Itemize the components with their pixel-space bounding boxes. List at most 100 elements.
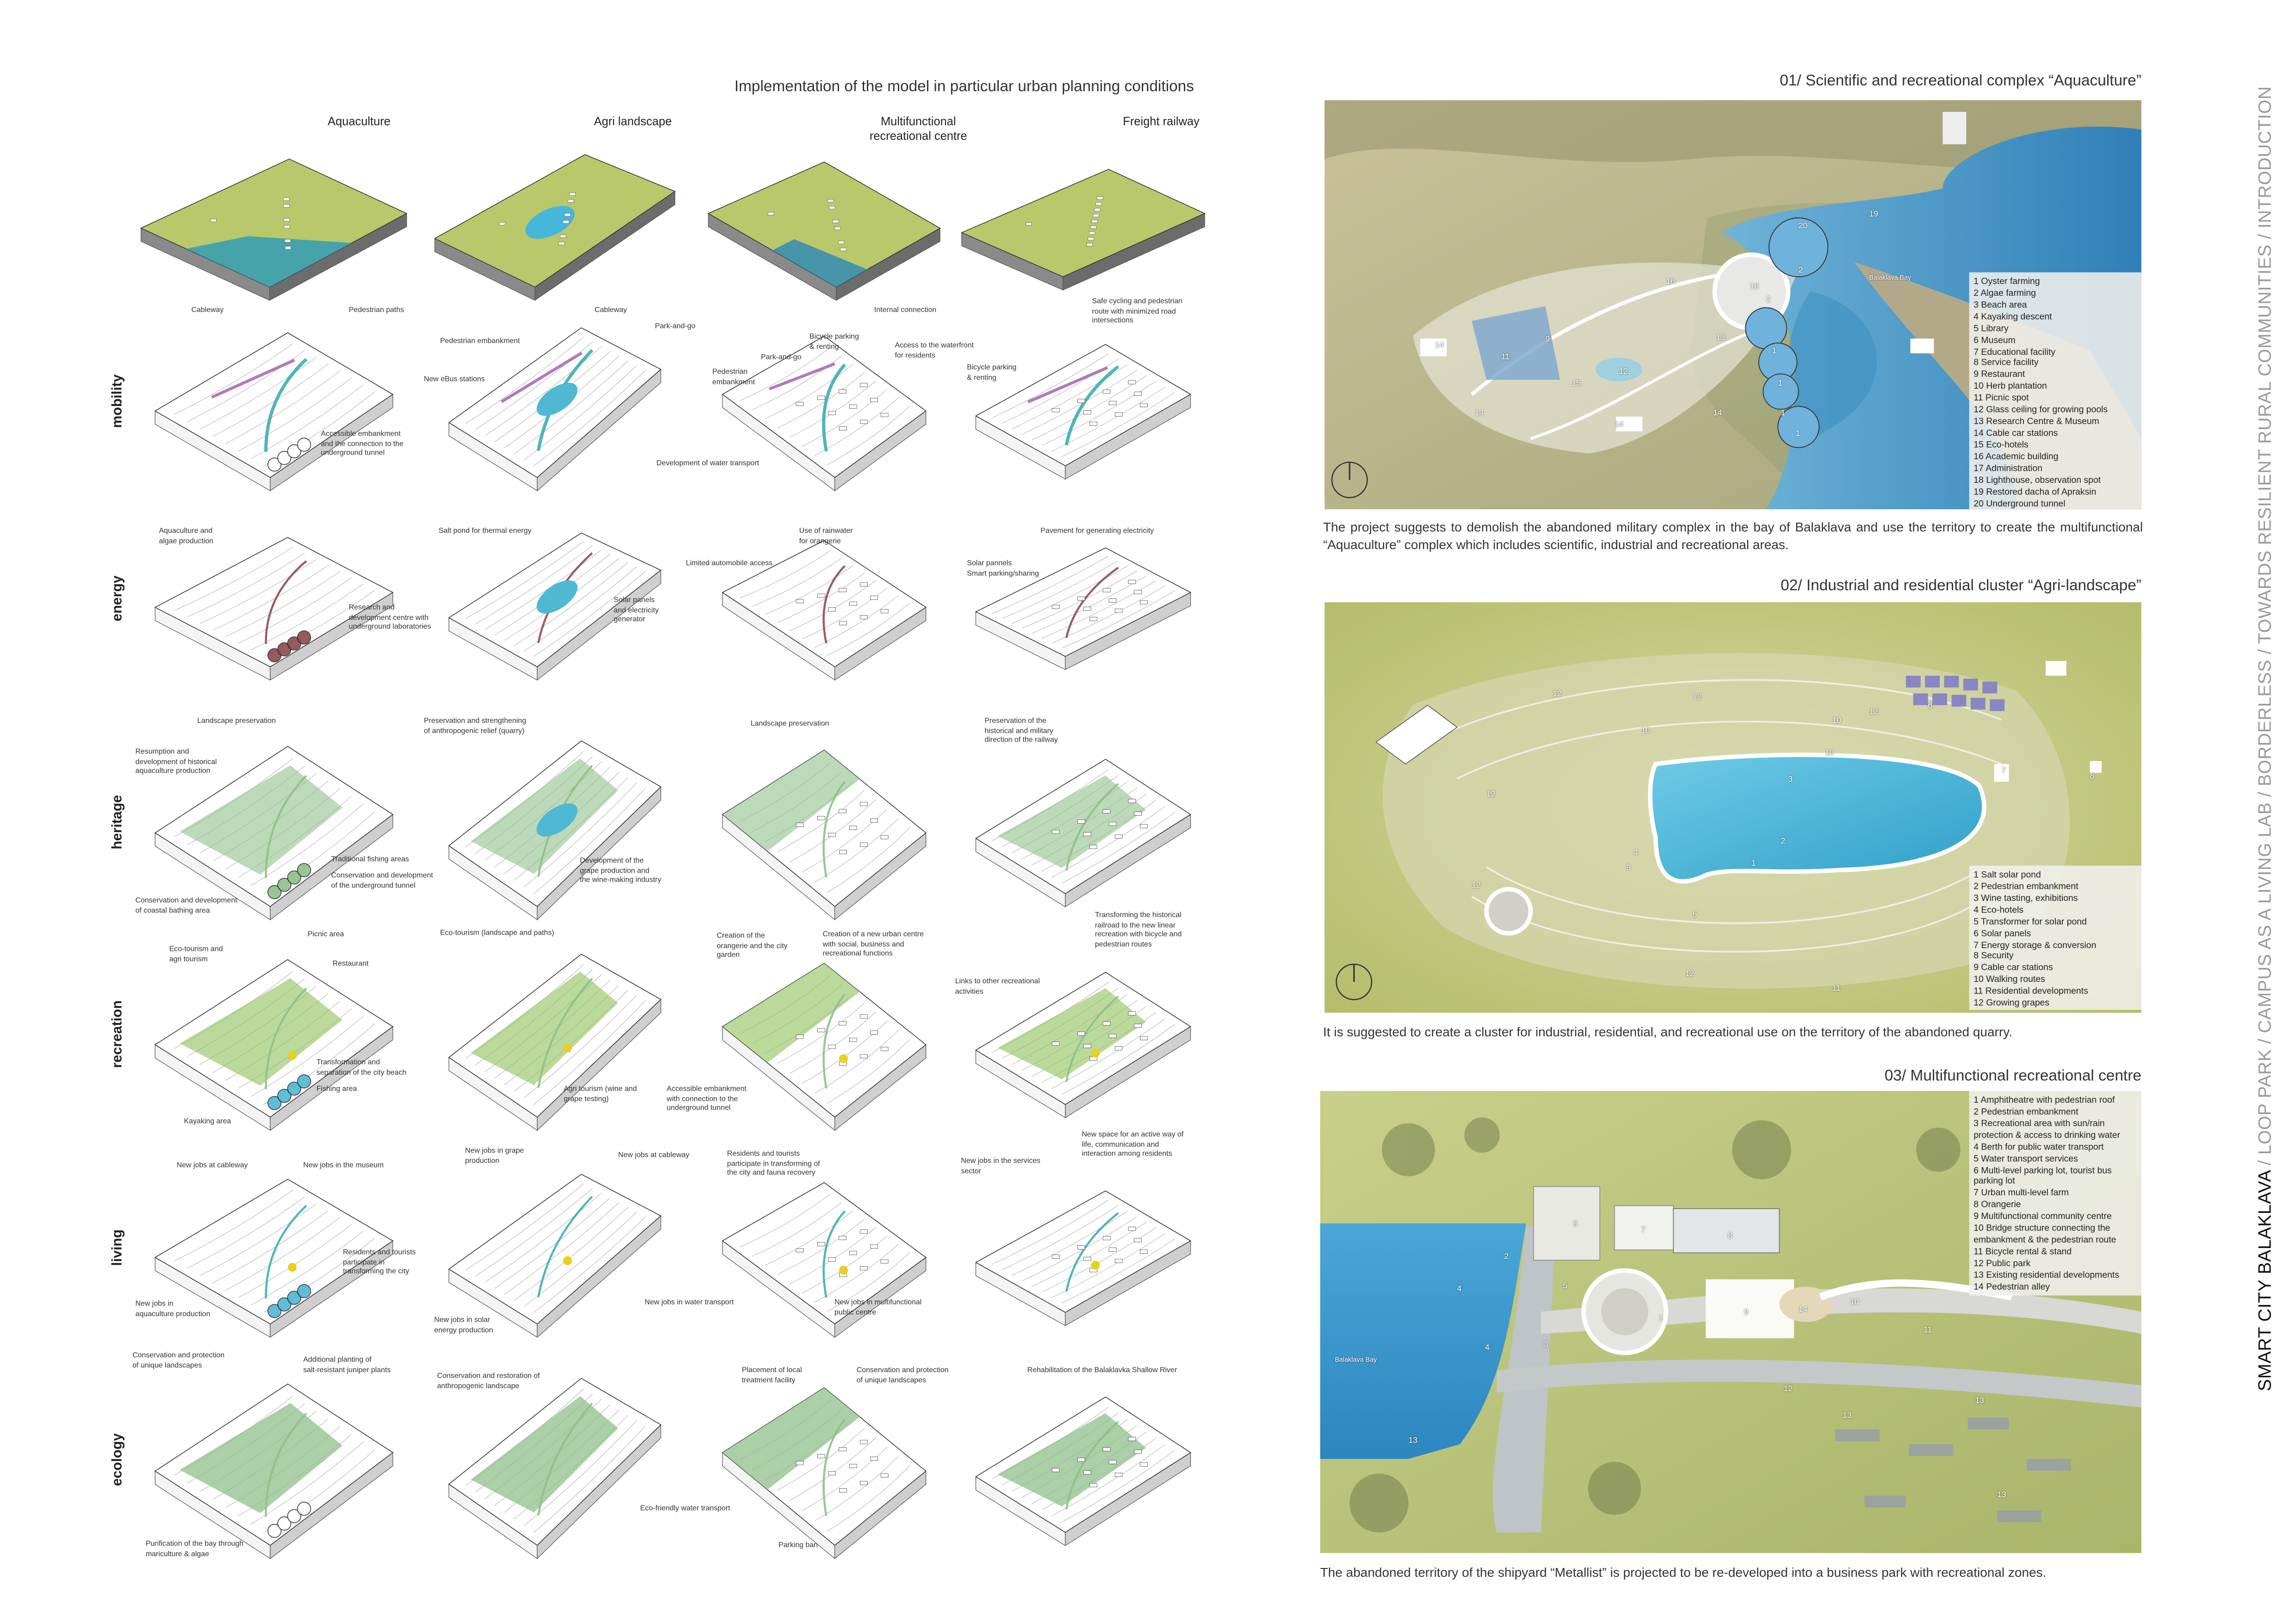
building-thumbnail xyxy=(829,206,835,209)
building xyxy=(1140,600,1148,605)
map-label: 13 xyxy=(1716,334,1725,343)
contour-line xyxy=(533,1216,646,1313)
legend-item: 5 Transformer for solar pond xyxy=(1973,917,2087,927)
building xyxy=(880,835,889,839)
building xyxy=(1077,399,1085,403)
building-thumbnail xyxy=(767,212,774,216)
legend-item: 8 Orangerie xyxy=(1973,1200,2021,1211)
legend-item: 9 Restaurant xyxy=(1973,370,2025,381)
legend-item: 14 Pedestrian alley xyxy=(1973,1281,2050,1293)
building xyxy=(1108,1247,1117,1252)
bay-circle xyxy=(297,630,311,645)
contour-line xyxy=(752,1202,842,1257)
balaklava-bay-water xyxy=(1320,1223,1526,1459)
column-header-multifunctional: Multifunctional recreational centre xyxy=(869,115,967,143)
contour-line xyxy=(1012,566,1128,624)
building xyxy=(880,1047,889,1051)
legend-item: 16 Academic building xyxy=(1973,451,2059,462)
diagram-heritage-4 xyxy=(975,759,1191,908)
map-label: Balaklava Bay xyxy=(1335,1355,1377,1363)
map-label: 18 xyxy=(1750,282,1759,292)
annotation-label: New jobs in water transport xyxy=(644,1298,734,1307)
map-label: 8 xyxy=(1728,1232,1733,1241)
bay-circle xyxy=(277,1516,292,1531)
contour-line xyxy=(827,1465,910,1532)
contour-line xyxy=(827,602,910,656)
annotation-label: New space for an active way of life, com… xyxy=(1082,1131,1184,1159)
map-label: 11 xyxy=(1923,1326,1932,1336)
annotation-label: Additional planting of salt-resistant ju… xyxy=(303,1355,391,1374)
legend-item: 11 Picnic spot xyxy=(1973,393,2029,404)
building xyxy=(839,1447,846,1451)
legend-item: 3 Recreational area with sun/rain protec… xyxy=(1973,1118,2121,1141)
building xyxy=(817,395,825,400)
pool xyxy=(1595,357,1643,381)
contour-line xyxy=(465,541,584,619)
thumbnail-freight-railway xyxy=(960,169,1206,291)
annotation-label: Pedestrian embankment xyxy=(440,337,520,346)
contour-line xyxy=(199,357,317,430)
route-line xyxy=(265,775,307,878)
contour-line xyxy=(1041,581,1156,639)
annotation-label: Conservation and protection of unique la… xyxy=(132,1351,225,1370)
building xyxy=(1083,410,1091,415)
route-line xyxy=(537,1196,593,1298)
annotation-label: New jobs in the museum xyxy=(303,1162,384,1171)
contour-line xyxy=(765,364,853,419)
annotation-label: Solar pannels Smart parking/sharing xyxy=(967,559,1039,578)
diagram-ecology-2 xyxy=(448,1378,662,1560)
map-label: 2 xyxy=(1780,837,1786,847)
route-line xyxy=(822,781,846,878)
building xyxy=(1420,338,1447,356)
contour-line xyxy=(174,1190,293,1262)
contour-line xyxy=(1061,1238,1175,1304)
bay-circle xyxy=(297,1284,311,1299)
bay-circle xyxy=(297,1074,311,1089)
point-of-interest xyxy=(839,1266,848,1275)
map-label: 10 xyxy=(1641,727,1650,736)
project-2-heading: 02/ Industrial and residential cluster “… xyxy=(1780,577,2141,595)
north-arrow-icon xyxy=(1336,963,1373,1000)
legend-item: 4 Eco-hotels xyxy=(1973,905,2024,916)
building xyxy=(817,593,825,598)
map-label: 12 xyxy=(1784,1385,1793,1394)
annotation-label: Traditional fishing areas xyxy=(331,855,409,864)
map-label: 10 xyxy=(1850,1298,1859,1307)
building-thumbnail xyxy=(1097,196,1103,200)
building-thumbnail xyxy=(840,248,846,251)
cableway-line xyxy=(211,358,295,399)
map-label: 1 xyxy=(1778,380,1783,389)
highlight-area xyxy=(722,750,860,851)
contour-line xyxy=(212,364,329,437)
building-thumbnail xyxy=(499,222,505,225)
map-label: 5 xyxy=(1692,911,1697,920)
map-label: 14 xyxy=(1475,409,1484,418)
annotation-label: Preservation and strengthening of anthro… xyxy=(423,717,526,736)
contour-line xyxy=(777,372,865,429)
building xyxy=(1083,1256,1091,1261)
point-of-interest xyxy=(287,1262,297,1272)
map-label: 13 xyxy=(1975,1397,1985,1406)
building xyxy=(1108,401,1117,405)
building xyxy=(1083,1470,1091,1474)
annotation-label: Restaurant xyxy=(332,960,369,969)
building xyxy=(1083,606,1091,611)
map-label: 12 xyxy=(1869,708,1879,717)
contour-line xyxy=(1012,364,1128,430)
contour-line xyxy=(225,571,340,637)
contour-line xyxy=(802,1021,888,1084)
contour-line xyxy=(485,550,602,630)
legend-item: 5 Library xyxy=(1973,323,2009,334)
building-thumbnail xyxy=(284,239,291,243)
building xyxy=(870,818,878,823)
map-label: 2 xyxy=(1504,1253,1509,1262)
contour-line xyxy=(802,1235,888,1293)
contour-line xyxy=(765,565,853,615)
annotation-label: Transforming the historical railroad to … xyxy=(1095,911,1182,949)
legend-item: 15 Eco-hotels xyxy=(1973,440,2028,450)
diagram-energy-3 xyxy=(722,540,927,681)
building xyxy=(860,1014,868,1018)
